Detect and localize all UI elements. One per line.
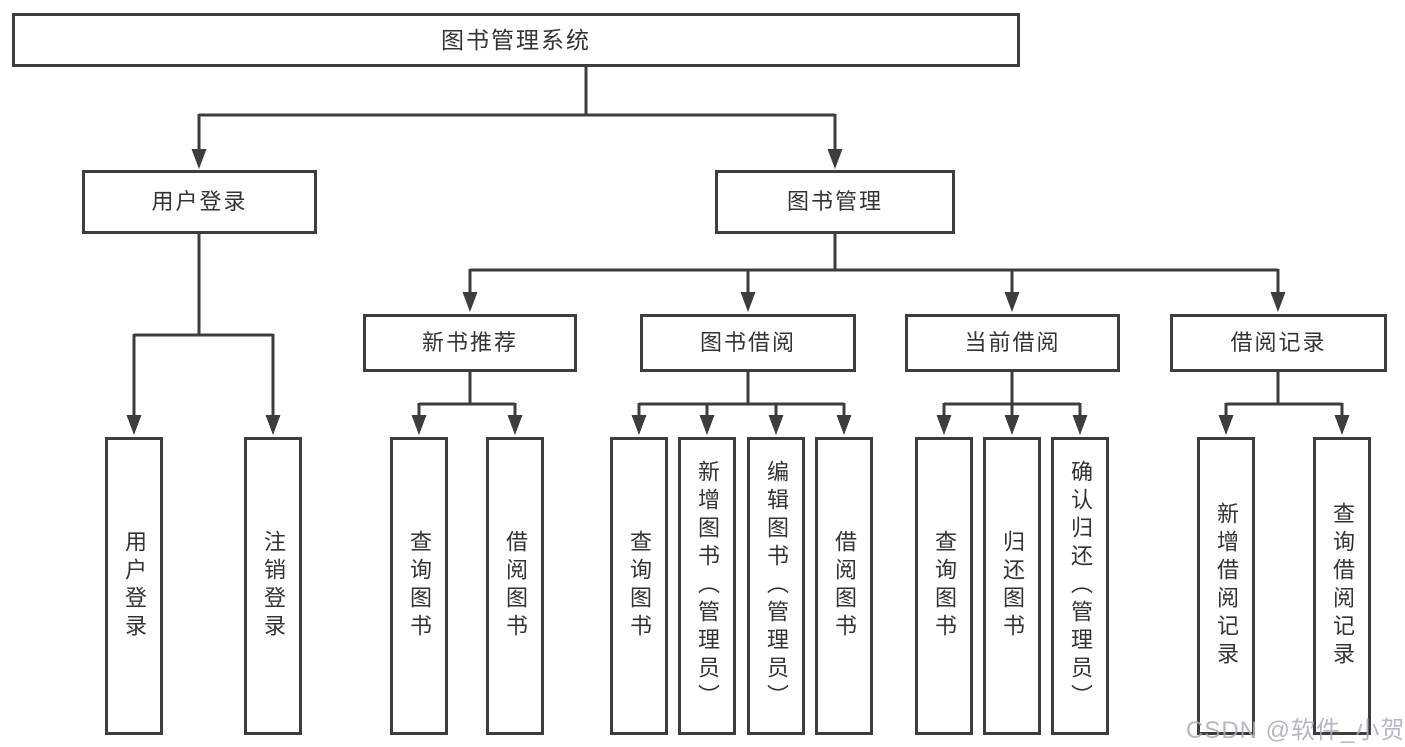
leaf-query-books-current: 查询图书 [915,437,973,735]
leaf-edit-book-admin-label: 编辑图书（管理员） [764,460,789,712]
leaf-borrow-books-recommend: 借阅图书 [486,437,544,735]
node-book-borrow: 图书借阅 [640,314,856,372]
leaf-query-books-recommend-label: 查询图书 [407,530,432,642]
node-new-book-recommend: 新书推荐 [363,314,577,372]
leaf-query-books-current-label: 查询图书 [932,530,957,642]
leaf-borrow-books-label: 借阅图书 [832,530,857,642]
csdn-watermark: CSDN @软件_小贺同学 [1186,717,1405,744]
leaf-user-login: 用户登录 [105,437,163,735]
leaf-confirm-return-admin-label: 确认归还（管理员） [1068,460,1093,712]
leaf-query-books-borrow: 查询图书 [610,437,668,735]
leaf-confirm-return-admin: 确认归还（管理员） [1051,437,1109,735]
node-book-management: 图书管理 [715,170,955,234]
connector-current-borrow-to-leaves [936,371,1088,435]
leaf-add-borrow-record-label: 新增借阅记录 [1214,502,1239,670]
node-user-login: 用户登录 [82,170,317,234]
node-borrow-records: 借阅记录 [1170,314,1387,372]
node-library-system: 图书管理系统 [12,13,1020,67]
leaf-logout: 注销登录 [244,437,302,735]
leaf-return-books: 归还图书 [983,437,1041,735]
node-current-borrow-label: 当前借阅 [964,330,1061,355]
leaf-query-books-recommend: 查询图书 [390,437,448,735]
leaf-borrow-books: 借阅图书 [815,437,873,735]
connector-user-login-to-leaves [126,233,281,435]
connector-book-borrow-to-leaves [631,371,852,435]
leaf-add-book-admin: 新增图书（管理员） [678,437,736,735]
leaf-return-books-label: 归还图书 [1000,530,1025,642]
leaf-edit-book-admin: 编辑图书（管理员） [747,437,805,735]
node-book-borrow-label: 图书借阅 [699,330,796,355]
connector-new-book-recommend-to-leaves [411,371,523,435]
connector-root-to-level2 [191,66,843,169]
leaf-query-borrow-record: 查询借阅记录 [1313,437,1371,735]
leaf-query-borrow-record-label: 查询借阅记录 [1330,502,1355,670]
leaf-query-books-borrow-label: 查询图书 [627,530,652,642]
node-book-management-label: 图书管理 [786,189,883,214]
node-new-book-recommend-label: 新书推荐 [421,330,518,355]
node-library-system-label: 图书管理系统 [441,26,591,53]
leaf-add-book-admin-label: 新增图书（管理员） [695,460,720,712]
leaf-borrow-books-recommend-label: 借阅图书 [503,530,528,642]
node-borrow-records-label: 借阅记录 [1230,330,1327,355]
leaf-user-login-label: 用户登录 [122,530,147,642]
leaf-logout-label: 注销登录 [261,530,286,642]
connector-book-management-to-level3 [462,233,1286,312]
node-current-borrow: 当前借阅 [905,314,1120,372]
node-user-login-label: 用户登录 [151,189,248,214]
leaf-add-borrow-record: 新增借阅记录 [1197,437,1255,735]
connector-borrow-records-to-leaves [1218,371,1350,435]
